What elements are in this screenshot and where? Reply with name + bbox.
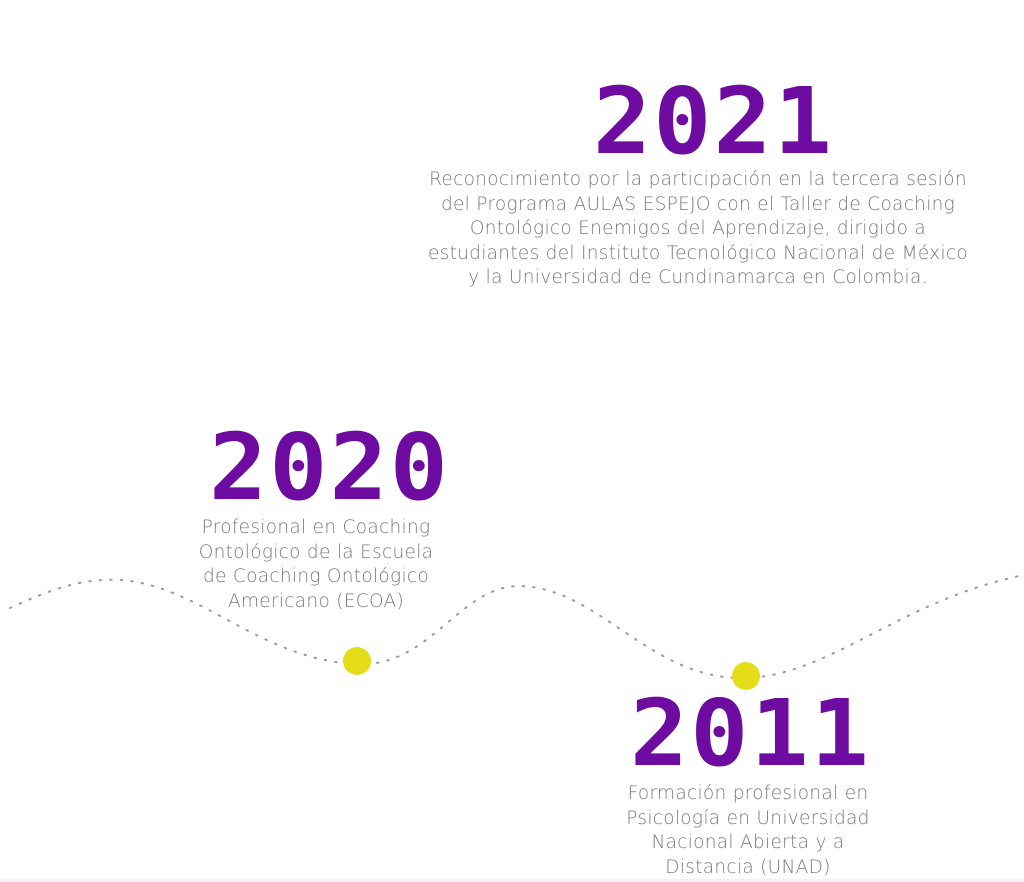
- desc-line: Nacional Abierta y a: [651, 832, 845, 853]
- year-2020: 2020: [209, 414, 451, 521]
- desc-line: Psicología en Universidad: [626, 807, 870, 829]
- description-2011: Formación profesional en Psicología en U…: [598, 782, 898, 880]
- desc-line: Ontológico Enemigos del Aprendizaje, dir…: [469, 218, 927, 239]
- desc-line: Distancia (UNAD): [665, 856, 831, 878]
- description-2021: Reconocimiento por la participación en l…: [378, 168, 1018, 291]
- divider: [0, 879, 1024, 882]
- year-2021: 2021: [593, 68, 835, 175]
- desc-line: Ontológico de la Escuela: [198, 541, 434, 563]
- desc-line: del Programa AULAS ESPEJO con el Taller …: [440, 193, 956, 215]
- desc-line: Reconocimiento por la participación en l…: [429, 169, 967, 190]
- year-2011: 2011: [630, 680, 872, 787]
- desc-line: Americano (ECOA): [228, 590, 404, 612]
- desc-line: Formación profesional en: [627, 783, 869, 804]
- desc-line: de Coaching Ontológico: [203, 566, 429, 587]
- timeline-dot-2020: [343, 647, 371, 675]
- dotted-wave-line: [9, 574, 1024, 680]
- description-2020: Profesional en Coaching Ontológico de la…: [166, 516, 466, 614]
- timeline-dot-2011: [732, 662, 760, 690]
- desc-line: Profesional en Coaching: [201, 517, 431, 538]
- desc-line: y la Universidad de Cundinamarca en Colo…: [468, 267, 928, 288]
- desc-line: estudiantes del Instituto Tecnológico Na…: [427, 242, 968, 264]
